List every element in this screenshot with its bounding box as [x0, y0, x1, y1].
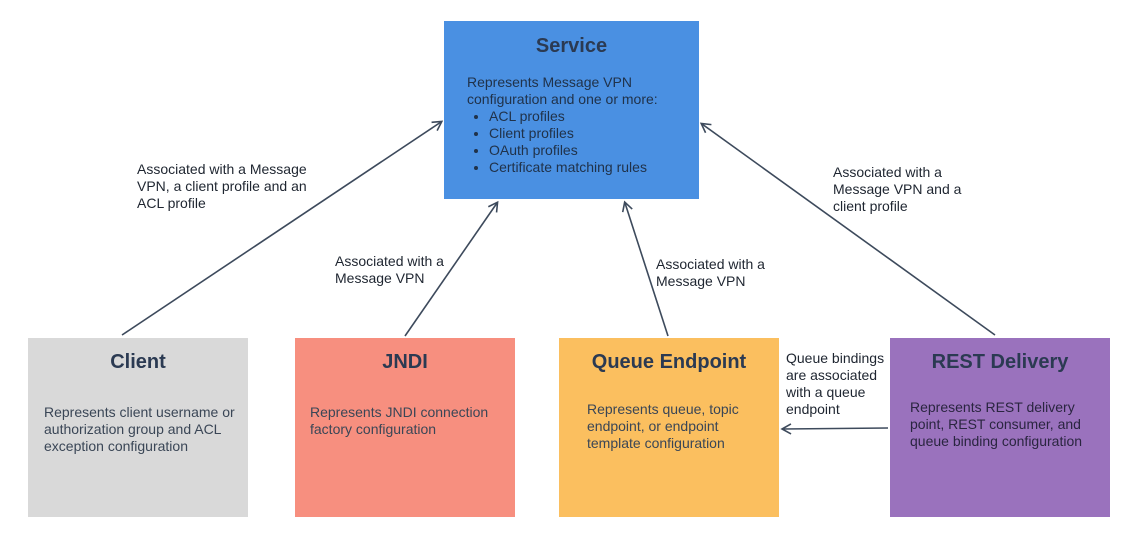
service-description: Represents Message VPN configuration and…	[467, 74, 658, 107]
arrow-rest-to-service	[699, 122, 996, 336]
jndi-description: Represents JNDI connection factory confi…	[310, 404, 489, 437]
service-item: ACL profiles	[489, 108, 695, 125]
rest-to-queue-label: Queue bindings are associated with a que…	[786, 350, 885, 417]
client-box: Client Represents client username or aut…	[28, 338, 248, 517]
queue-endpoint-title: Queue Endpoint	[591, 351, 747, 373]
jndi-to-service-label: Associated with a Message VPN	[335, 253, 444, 286]
arrow-client-to-service	[121, 120, 444, 336]
queue-endpoint-box: Queue Endpoint Represents queue, topic e…	[559, 338, 779, 517]
rest-delivery-title: REST Delivery	[931, 351, 1069, 373]
jndi-title: JNDI	[382, 351, 428, 373]
arrow-jndi-to-service	[404, 200, 499, 337]
service-box: Service Represents Message VPN configura…	[444, 21, 699, 199]
client-description: Represents client username or authorizat…	[44, 404, 235, 454]
rest-delivery-box: REST Delivery Represents REST delivery p…	[890, 338, 1110, 517]
client-title: Client	[110, 351, 166, 373]
service-item: OAuth profiles	[489, 142, 695, 159]
rest-delivery-description: Represents REST delivery point, REST con…	[910, 399, 1083, 449]
arrow-queue-to-service	[621, 200, 669, 337]
service-item: Client profiles	[489, 125, 695, 142]
client-to-service-label: Associated with a Message VPN, a client …	[137, 161, 307, 211]
service-title: Service	[535, 35, 608, 57]
queue-to-service-label: Associated with a Message VPN	[656, 256, 765, 289]
service-item-list: ACL profiles Client profiles OAuth profi…	[467, 108, 695, 176]
arrow-rest-to-queue	[780, 423, 889, 435]
rest-to-service-label: Associated with a Message VPN and a clie…	[833, 164, 962, 214]
jndi-box: JNDI Represents JNDI connection factory …	[295, 338, 515, 517]
service-description-block: Represents Message VPN configuration and…	[467, 74, 695, 176]
queue-endpoint-description: Represents queue, topic endpoint, or end…	[587, 401, 739, 451]
service-item: Certificate matching rules	[489, 159, 695, 176]
